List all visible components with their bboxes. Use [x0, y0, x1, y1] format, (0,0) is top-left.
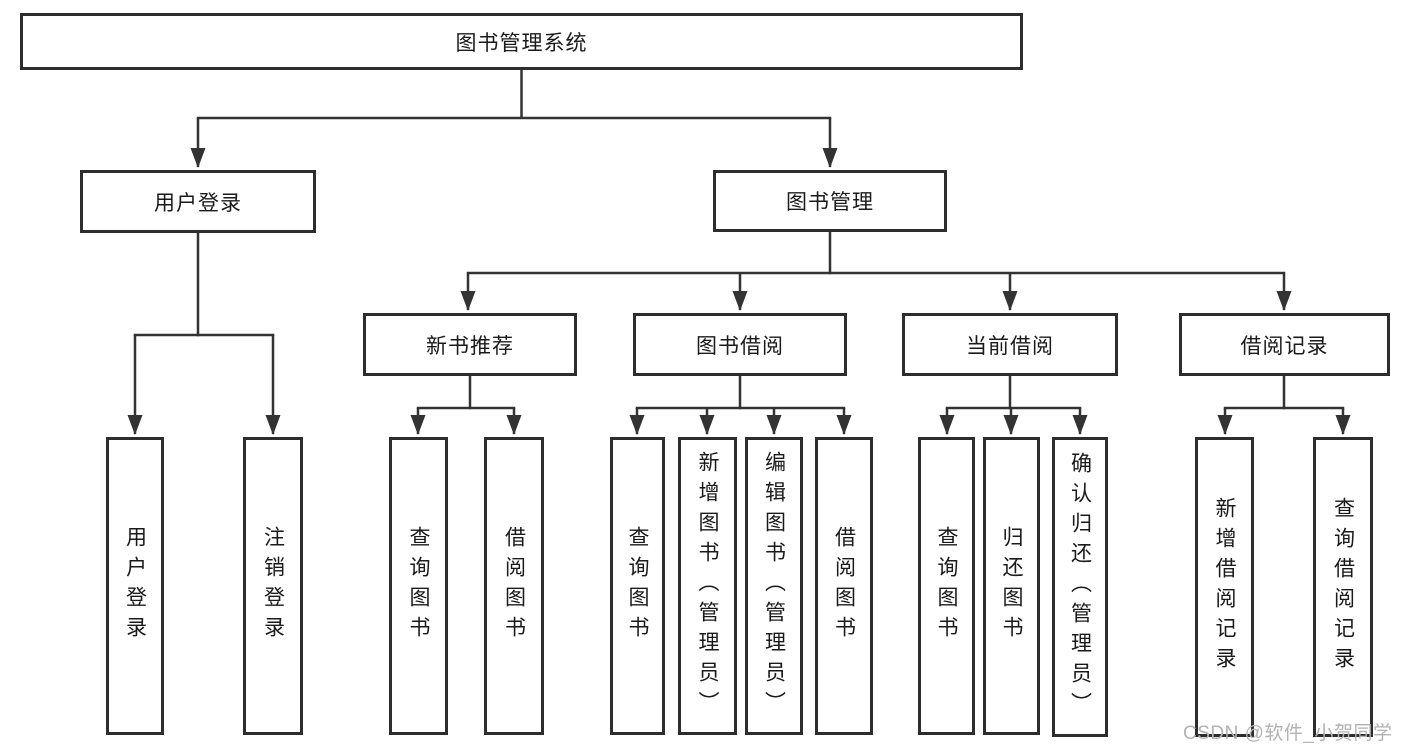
leaf-br-query-record: 查询借阅记录: [1313, 437, 1373, 737]
node-label: 借阅图书: [832, 526, 856, 646]
node-label: 确认归还（管理员）: [1068, 452, 1092, 722]
node-label: 查询图书: [935, 526, 958, 646]
node-label: 图书借阅: [696, 334, 784, 358]
node-label: 新增图书（管理员）: [696, 451, 719, 721]
node-label: 查询图书: [407, 526, 430, 646]
leaf-logout: 注销登录: [243, 437, 303, 735]
node-user-login: 用户登录: [80, 170, 316, 233]
leaf-cb-confirm-return-admin: 确认归还（管理员）: [1052, 437, 1108, 737]
node-label: 注销登录: [261, 526, 285, 646]
node-borrowing-records: 借阅记录: [1179, 313, 1390, 376]
node-label: 图书管理: [786, 191, 874, 214]
csdn-watermark: CSDN @软件_小贺同学: [1183, 723, 1393, 744]
node-label: 查询借阅记录: [1331, 497, 1355, 677]
leaf-bb-add-book-admin: 新增图书（管理员）: [678, 437, 737, 735]
node-label: 用户登录: [123, 526, 147, 646]
leaf-br-add-record: 新增借阅记录: [1195, 437, 1254, 737]
node-book-management: 图书管理: [713, 170, 947, 232]
node-label: 借阅图书: [502, 526, 526, 646]
node-label: 归还图书: [1000, 526, 1023, 646]
node-label: 当前借阅: [966, 334, 1054, 358]
node-label: 用户登录: [154, 191, 242, 215]
leaf-bb-edit-book-admin: 编辑图书（管理员）: [745, 437, 803, 735]
node-label: 图书管理系统: [455, 31, 588, 55]
leaf-cb-query-book: 查询图书: [918, 437, 975, 735]
node-current-borrowing: 当前借阅: [902, 313, 1118, 376]
leaf-user-login: 用户登录: [106, 437, 164, 735]
leaf-nbr-query-book: 查询图书: [389, 437, 448, 735]
leaf-cb-return-book: 归还图书: [983, 437, 1040, 735]
node-label: 新书推荐: [426, 334, 514, 358]
leaf-bb-query-book: 查询图书: [610, 437, 665, 735]
node-label: 查询图书: [626, 526, 649, 646]
node-label: 新增借阅记录: [1213, 497, 1236, 677]
leaf-bb-borrow-book: 借阅图书: [815, 437, 873, 735]
node-label: 编辑图书（管理员）: [762, 451, 786, 721]
node-label: 借阅记录: [1240, 334, 1329, 358]
node-book-borrowing: 图书借阅: [633, 313, 847, 376]
leaf-nbr-borrow-book: 借阅图书: [484, 437, 544, 735]
node-library-system: 图书管理系统: [20, 13, 1023, 70]
node-new-book-recommendation: 新书推荐: [363, 313, 577, 376]
